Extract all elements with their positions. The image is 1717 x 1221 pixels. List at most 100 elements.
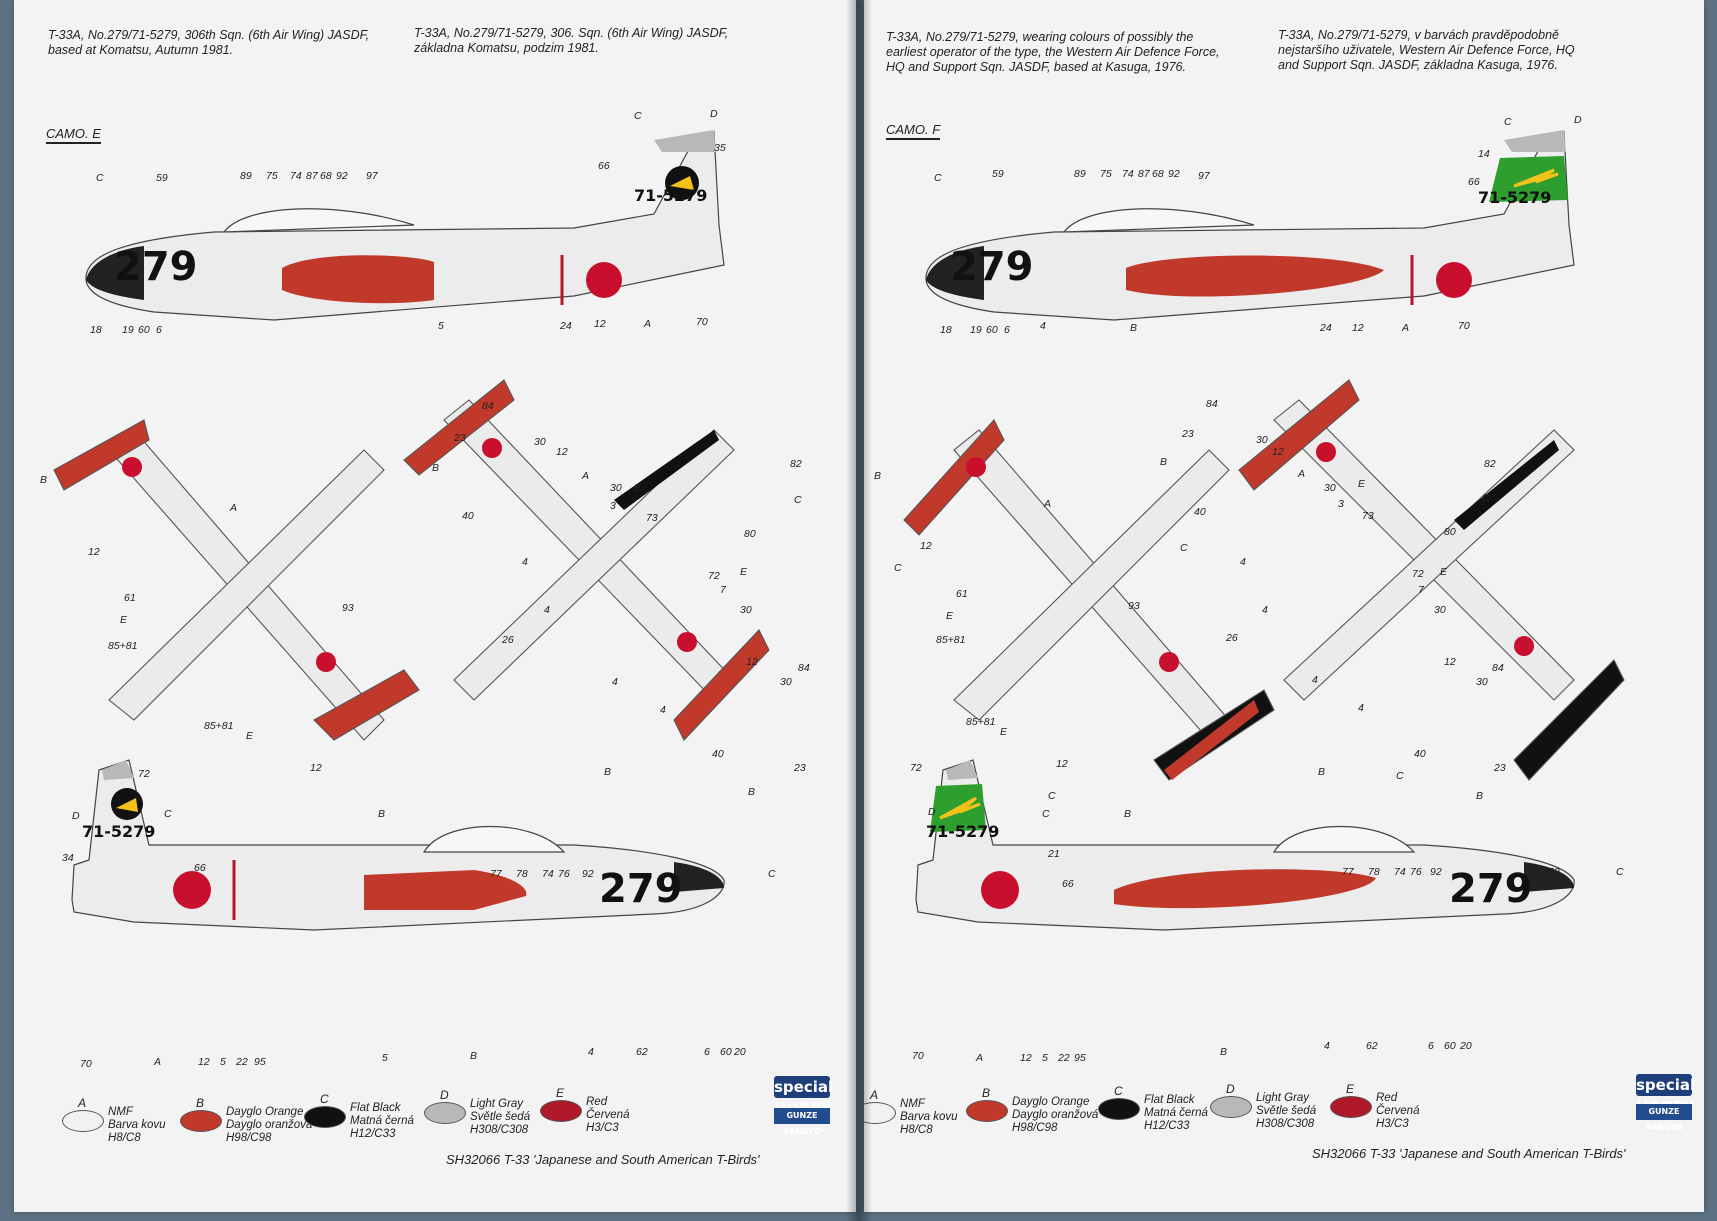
- callout: 68: [320, 170, 332, 182]
- caption-czech: T-33A, No.279/71-5279, 306. Sqn. (6th Ai…: [414, 26, 729, 55]
- callout: 6: [1004, 324, 1010, 336]
- left-profiles-svg: [53, 130, 770, 931]
- callout: 14: [1478, 148, 1490, 160]
- swatch-line: H3/C3: [586, 1122, 619, 1134]
- callout: 30: [1256, 434, 1268, 446]
- callout: 12: [88, 546, 100, 558]
- callout: 73: [1362, 510, 1374, 522]
- callout: C: [894, 562, 902, 574]
- callout: 20: [734, 1046, 746, 1058]
- callout: 60: [1444, 1040, 1456, 1052]
- callout: 12: [556, 446, 568, 458]
- callout: 89: [1074, 168, 1086, 180]
- callout: 78: [516, 868, 528, 880]
- callout: E: [120, 614, 128, 626]
- callout: 12: [310, 762, 322, 774]
- callout: B: [1476, 790, 1484, 802]
- callout: 84: [1492, 662, 1504, 674]
- tail-code-lower: 71-5279: [926, 822, 1000, 841]
- callout: 75: [1100, 168, 1112, 180]
- callout: 95: [1074, 1052, 1086, 1064]
- callout: 4: [612, 676, 618, 688]
- swatch-line: Light Gray: [1256, 1092, 1310, 1104]
- callout: 70: [696, 316, 708, 328]
- swatch-line: NMF: [108, 1106, 133, 1118]
- callout: 7: [1418, 584, 1424, 596]
- callout: 60: [720, 1046, 732, 1058]
- nose-number: 279: [950, 244, 1034, 290]
- callout: 72: [1412, 568, 1424, 580]
- callout: 12: [594, 318, 606, 330]
- callout: A: [644, 318, 652, 330]
- special-hobby-logo: special HOBBY: [1636, 1074, 1696, 1116]
- callout: 30: [534, 436, 546, 448]
- callout: 77: [1342, 866, 1354, 878]
- nose-number-lower: 279: [1449, 866, 1533, 912]
- swatch-line: H8/C8: [900, 1124, 933, 1136]
- callout: 68: [1152, 168, 1164, 180]
- callout: 84: [1206, 398, 1218, 410]
- callout: 82: [790, 458, 802, 470]
- callout: D: [72, 810, 80, 822]
- callout: 6: [704, 1046, 710, 1058]
- callout: C: [96, 172, 104, 184]
- callout: 66: [1468, 176, 1480, 188]
- callout: 76: [558, 868, 570, 880]
- callout: 12: [1272, 446, 1284, 458]
- callout: A: [230, 502, 238, 514]
- callout: 23: [1182, 428, 1194, 440]
- callout: 89: [240, 170, 252, 182]
- swatch-line: H3/C3: [1376, 1118, 1409, 1130]
- callout: 12: [198, 1056, 210, 1068]
- swatch-line: Červená: [1376, 1105, 1420, 1117]
- callout: 22: [1058, 1052, 1070, 1064]
- callout: 34: [62, 852, 74, 864]
- swatch-ellipse: [540, 1100, 582, 1122]
- swatch-line: Barva kovu: [900, 1111, 958, 1123]
- gunze-sangyo-logo: GUNZE SANGYO: [1636, 1104, 1692, 1132]
- swatch-letter: C: [1114, 1084, 1123, 1098]
- camo-label: CAMO. E: [46, 126, 101, 144]
- callout: C: [1616, 866, 1624, 878]
- callout: C: [768, 868, 776, 880]
- callout: 74: [1394, 866, 1406, 878]
- callout: 30: [610, 482, 622, 494]
- swatch-line: Red: [586, 1096, 608, 1108]
- callout: B: [40, 474, 48, 486]
- callout: 6: [156, 324, 162, 336]
- nose-number-lower: 279: [599, 866, 683, 912]
- swatch-line: Světle šedá: [470, 1111, 531, 1123]
- callout: 18: [90, 324, 102, 336]
- callout: 3: [1338, 498, 1344, 510]
- swatch-letter: E: [1346, 1082, 1355, 1096]
- callout: 21: [1048, 848, 1060, 860]
- swatch-letter: D: [440, 1088, 449, 1102]
- swatch-ellipse: [966, 1100, 1008, 1122]
- top-profile-aircraft: [925, 130, 1575, 321]
- callout: C: [934, 172, 942, 184]
- callout: 74: [290, 170, 302, 182]
- callout: 80: [744, 528, 756, 540]
- callout: 22: [236, 1056, 248, 1068]
- footer-title: SH32066 T-33 'Japanese and South America…: [1312, 1146, 1626, 1161]
- callout: 75: [266, 170, 278, 182]
- callout: C: [1482, 492, 1490, 504]
- swatch-line: H98/C98: [1012, 1122, 1058, 1134]
- callout: C: [164, 808, 172, 820]
- callout: B: [1318, 766, 1326, 778]
- callout: 87: [306, 170, 318, 182]
- swatch-line: Dayglo Orange: [1012, 1096, 1090, 1108]
- callout: 77: [490, 868, 502, 880]
- left-plan-upper: [53, 419, 420, 741]
- callout: 19: [970, 324, 982, 336]
- callout: 6: [1428, 1040, 1434, 1052]
- callout: 76: [1410, 866, 1422, 878]
- callout: B: [604, 766, 612, 778]
- nose-number: 279: [114, 244, 198, 290]
- callout: A: [1402, 322, 1410, 334]
- swatch-line: Červená: [586, 1109, 630, 1121]
- callout: 12: [1352, 322, 1364, 334]
- callout: 30: [1324, 482, 1336, 494]
- callout: 59: [992, 168, 1004, 180]
- swatch-line: Světle šedá: [1256, 1105, 1317, 1117]
